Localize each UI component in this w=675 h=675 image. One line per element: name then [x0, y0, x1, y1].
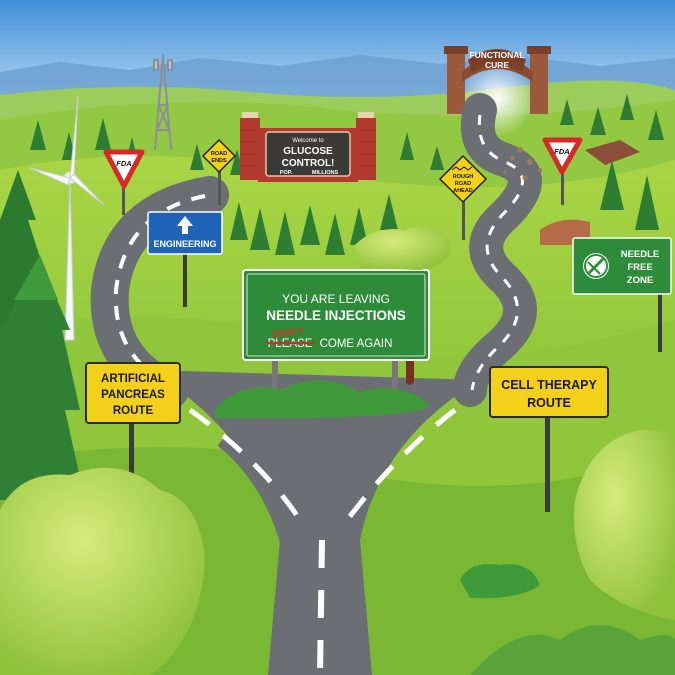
needle-free-zone-sign: NEEDLE FREE ZONE: [572, 237, 672, 352]
foreground-bushes: [0, 226, 675, 675]
glucose-pop: POP.: [280, 170, 293, 176]
glucose-sign-panel: [265, 131, 351, 177]
cell-therapy-sign: CELL THERAPY ROUTE: [489, 366, 609, 512]
wind-turbine: [29, 95, 105, 341]
fda-right-label: FDA: [554, 147, 569, 156]
rough-road-line2: ROAD: [455, 181, 471, 187]
road-ends-sign: ROAD ENDS: [201, 138, 237, 205]
glucose-line1: GLUCOSE: [283, 146, 333, 157]
engineering-label: ENGINEERING: [153, 239, 216, 249]
needle-free-line3: ZONE: [627, 275, 653, 286]
artificial-pancreas-line1: ARTIFICIAL: [101, 373, 165, 385]
glucose-line2: CONTROL!: [282, 158, 335, 169]
rough-road-line1: ROUGH: [453, 174, 474, 180]
road-ends-line2: ENDS: [211, 158, 227, 164]
fda-yield-sign-left: FDA: [103, 149, 145, 215]
cell-therapy-line1: CELL THERAPY: [501, 378, 597, 392]
leaving-line1: YOU ARE LEAVING: [282, 292, 390, 306]
left-trees: [0, 170, 85, 500]
leaving-line2: NEEDLE INJECTIONS: [266, 308, 406, 323]
artificial-pancreas-sign: ARTIFICIAL PANCREAS ROUTE: [85, 362, 181, 510]
needle-free-line2: FREE: [627, 262, 652, 273]
fda-yield-sign-right: FDA: [542, 137, 583, 205]
rough-road-line3: AHEAD: [453, 188, 473, 194]
leaving-needle-injections-sign: YOU ARE LEAVING NEEDLE INJECTIONS PLEASE…: [242, 269, 430, 408]
functional-cure-line1: FUNCTIONAL: [469, 50, 524, 60]
artificial-pancreas-line2: PANCREAS: [101, 389, 165, 401]
leaving-line3-insert: DON'T: [272, 327, 304, 340]
no-needle-icon: [583, 253, 609, 279]
functional-cure-line2: CURE: [485, 60, 509, 70]
leaving-line3-rest: COME AGAIN: [320, 338, 393, 350]
bush-center: [215, 380, 430, 419]
artificial-pancreas-line3: ROUTE: [113, 405, 154, 417]
road-ends-line1: ROAD: [211, 151, 227, 157]
cell-tower: [153, 54, 173, 151]
glucose-control-sign: Welcome to GLUCOSE CONTROL! POP. MILLION…: [240, 112, 376, 182]
functional-cure-plaque: [468, 49, 526, 72]
glucose-millions: MILLIONS: [312, 170, 339, 176]
engineering-sign: ENGINEERING: [147, 211, 223, 307]
glucose-welcome: Welcome to: [292, 138, 324, 144]
needle-free-line1: NEEDLE: [621, 249, 660, 260]
up-arrow-icon: [177, 216, 193, 234]
cell-therapy-line2: ROUTE: [527, 396, 571, 410]
fda-left-label: FDA: [116, 159, 131, 168]
rough-road-ahead-sign: ROUGH ROAD AHEAD: [438, 154, 488, 240]
